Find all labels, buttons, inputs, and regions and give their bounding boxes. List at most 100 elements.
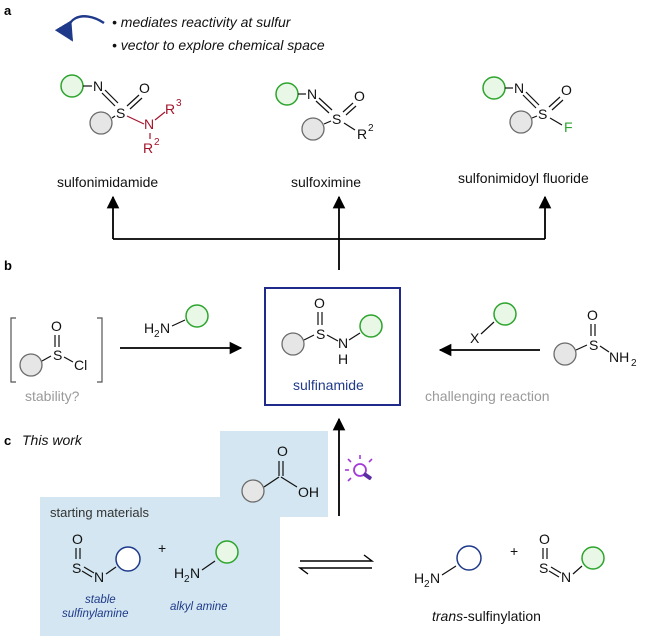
challenging-reaction-note: challenging reaction — [425, 388, 550, 404]
gray-substituent — [19, 353, 43, 377]
sulfonimidamide-structure: N S O N R 3 R 2 — [60, 74, 182, 156]
compound-name-sulfonimidamide: sulfonimidamide — [57, 174, 158, 190]
svg-text:S: S — [332, 111, 341, 127]
svg-text:R: R — [165, 101, 175, 117]
gray-substituent — [281, 332, 305, 356]
panel-label-a: a — [4, 3, 12, 18]
sulfinamide-label: sulfinamide — [293, 377, 364, 393]
left-bracket — [10, 317, 16, 383]
svg-text:N: N — [307, 86, 317, 102]
blue-substituent — [456, 545, 482, 571]
svg-text:H: H — [174, 565, 184, 581]
compound-name-sulfonimidoyl-fluoride: sulfonimidoyl fluoride — [458, 170, 589, 186]
compound-name-sulfoximine: sulfoximine — [291, 174, 361, 190]
sulfinyl-chloride-structure: O S Cl — [10, 317, 103, 383]
green-substituent — [493, 302, 517, 326]
green-substituent — [185, 304, 209, 328]
right-bracket — [97, 317, 103, 383]
plus-sign: + — [158, 540, 166, 556]
svg-text:2: 2 — [154, 137, 160, 148]
sulfinylamine-product-structure: O S N — [539, 531, 605, 585]
svg-text:S: S — [316, 326, 325, 342]
stable-sulfinylamine-label-2: sulfinylamine — [62, 608, 128, 620]
green-substituent — [215, 540, 239, 564]
svg-text:O: O — [587, 307, 598, 323]
svg-text:N: N — [430, 570, 440, 586]
carboxylic-acid-structure: O OH — [241, 443, 319, 503]
stable-sulfinylamine-label-1: stable — [85, 594, 116, 606]
svg-text:N: N — [338, 335, 348, 351]
primary-sulfinamide-structure: O S NH 2 — [553, 307, 637, 369]
this-work-title: This work — [22, 432, 83, 448]
sulfinylamine-structure: O S N — [72, 531, 141, 585]
sulfinamide-structure: O S N H — [281, 295, 383, 367]
green-substituent — [581, 546, 605, 570]
svg-text:F: F — [564, 119, 573, 135]
gray-substituent — [509, 110, 533, 134]
sulfoximine-structure: N S O R 2 — [275, 82, 374, 142]
svg-text:2: 2 — [184, 574, 190, 585]
svg-text:S: S — [539, 560, 548, 576]
svg-text:O: O — [139, 80, 150, 96]
green-substituent — [60, 74, 84, 98]
alkyl-amine-label: alkyl amine — [170, 601, 228, 613]
light-bulb-icon — [345, 455, 373, 482]
gray-substituent — [301, 117, 325, 141]
alkyl-amine-structure: H 2 N — [174, 540, 239, 585]
svg-text:S: S — [116, 105, 125, 121]
svg-text:OH: OH — [298, 484, 319, 500]
svg-text:H: H — [338, 351, 348, 367]
svg-text:N: N — [144, 116, 154, 132]
svg-text:S: S — [72, 560, 81, 576]
svg-text:R: R — [357, 126, 367, 142]
svg-text:X: X — [470, 330, 480, 346]
blue-substituent — [115, 546, 141, 572]
svg-text:O: O — [51, 318, 62, 334]
panel-label-c: c — [4, 433, 11, 448]
amine-reagent: H 2 N — [144, 304, 209, 340]
sulfonimidoyl-fluoride-structure: N S O F — [482, 76, 573, 135]
svg-text:N: N — [93, 78, 103, 94]
green-substituent — [482, 76, 506, 100]
svg-text:N: N — [94, 569, 104, 585]
svg-text:S: S — [53, 347, 62, 363]
svg-text:H: H — [414, 570, 424, 586]
curved-arrow-icon — [54, 15, 105, 42]
svg-text:3: 3 — [176, 98, 182, 109]
svg-text:O: O — [277, 443, 288, 459]
svg-text:O: O — [539, 531, 550, 547]
gray-substituent — [553, 342, 577, 366]
svg-text:2: 2 — [368, 123, 374, 134]
svg-text:2: 2 — [424, 579, 430, 590]
svg-text:H: H — [144, 320, 154, 336]
stability-note: stability? — [25, 388, 80, 404]
svg-text:N: N — [514, 80, 524, 96]
electrophile-reagent: X — [470, 302, 517, 346]
panel-label-b: b — [4, 258, 12, 273]
svg-text:N: N — [160, 320, 170, 336]
gray-substituent — [241, 479, 265, 503]
product-branch-arrows — [106, 195, 552, 270]
svg-text:2: 2 — [631, 358, 637, 369]
svg-text:Cl: Cl — [74, 357, 87, 373]
svg-text:O: O — [72, 531, 83, 547]
trans-sulfinylation-label: trans-sulfinylation — [432, 608, 541, 624]
svg-text:N: N — [561, 569, 571, 585]
svg-text:N: N — [190, 565, 200, 581]
svg-text:R: R — [143, 140, 153, 156]
svg-text:O: O — [561, 82, 572, 98]
feature-note-2: • vector to explore chemical space — [112, 37, 325, 53]
plus-sign-2: + — [510, 543, 518, 559]
svg-text:O: O — [354, 88, 365, 104]
svg-text:NH: NH — [609, 349, 629, 365]
svg-text:O: O — [314, 295, 325, 311]
svg-text:S: S — [538, 106, 547, 122]
amine-product-structure: H 2 N — [414, 545, 482, 590]
gray-substituent — [89, 111, 113, 135]
svg-text:S: S — [589, 337, 598, 353]
equilibrium-arrow-icon — [297, 554, 375, 575]
svg-text:2: 2 — [154, 329, 160, 340]
starting-materials-label: starting materials — [50, 505, 149, 520]
feature-note-1: • mediates reactivity at sulfur — [112, 14, 292, 30]
